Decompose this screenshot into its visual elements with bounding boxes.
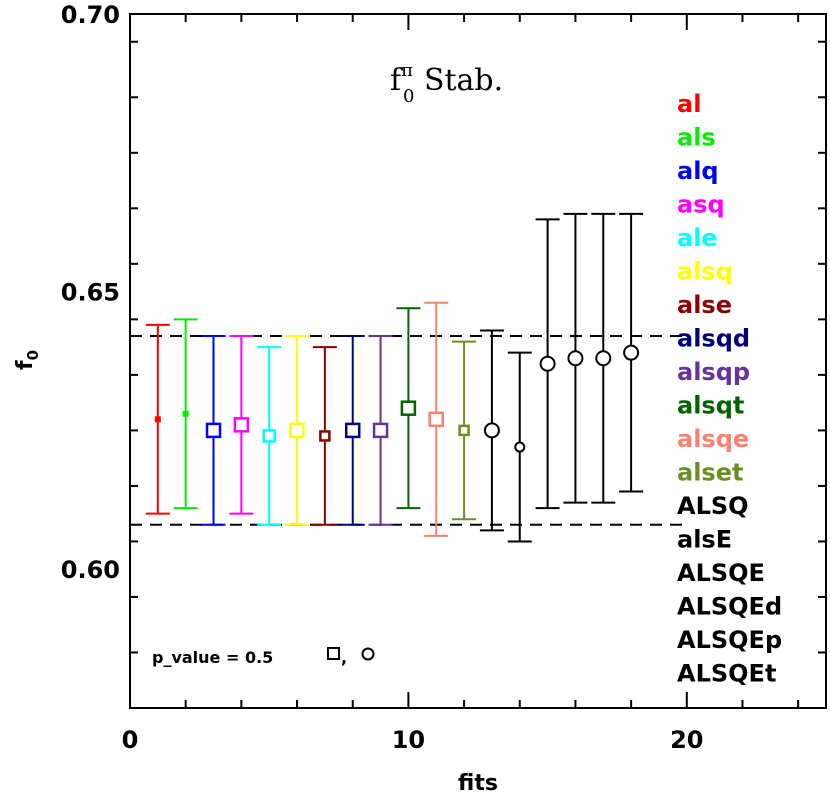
data-point bbox=[563, 212, 588, 504]
legend-entry: alsE bbox=[677, 526, 732, 554]
square-marker bbox=[372, 422, 389, 439]
square-marker bbox=[458, 424, 470, 437]
legend-entry: als bbox=[677, 124, 716, 152]
legend-entry: ale bbox=[677, 224, 718, 252]
circle-marker bbox=[539, 355, 556, 372]
data-point bbox=[591, 212, 616, 504]
y-tick-label: 0.60 bbox=[61, 556, 120, 584]
data-point bbox=[396, 307, 421, 510]
legend-entry: al bbox=[677, 90, 701, 118]
x-tick-label: 20 bbox=[670, 726, 703, 754]
legend-entry: ALSQEd bbox=[677, 593, 782, 621]
title-rest: Stab. bbox=[414, 63, 503, 98]
circle-marker bbox=[623, 344, 640, 361]
data-points bbox=[145, 212, 644, 543]
data-point bbox=[340, 335, 365, 526]
ylabel-sub: 0 bbox=[24, 350, 42, 360]
title-main: f bbox=[390, 63, 403, 98]
p-value-text: p_value = 0.5 bbox=[152, 648, 273, 667]
legend-entry: alsqt bbox=[677, 392, 744, 420]
square-marker bbox=[182, 410, 189, 417]
square-marker bbox=[233, 417, 250, 433]
legend-entry: alsqd bbox=[677, 325, 750, 353]
data-point bbox=[145, 323, 170, 515]
y-axis-label: f0 bbox=[13, 350, 42, 370]
note-separator: , bbox=[341, 648, 347, 667]
square-marker bbox=[319, 430, 331, 442]
data-point bbox=[368, 335, 393, 526]
axis-ticks bbox=[129, 14, 826, 709]
square-marker bbox=[428, 411, 444, 428]
data-point bbox=[479, 329, 504, 532]
tick-labels: 0 10 20 0.60 0.65 0.70 bbox=[61, 1, 704, 754]
data-point bbox=[229, 335, 254, 515]
note-circle-marker bbox=[361, 647, 375, 661]
square-marker bbox=[289, 422, 305, 439]
data-point bbox=[452, 340, 477, 521]
ylabel-main: f bbox=[13, 360, 38, 370]
data-point bbox=[312, 346, 337, 526]
circle-marker bbox=[483, 422, 500, 439]
y-tick-label: 0.70 bbox=[61, 1, 120, 29]
legend-entry: ALSQE bbox=[677, 559, 765, 587]
p-value-note: p_value = 0.5 , bbox=[152, 647, 375, 667]
legend-entry: ALSQ bbox=[677, 492, 749, 520]
x-tick-label: 10 bbox=[392, 726, 425, 754]
data-point bbox=[535, 218, 560, 510]
legend-entry: asq bbox=[677, 191, 725, 219]
data-point bbox=[507, 351, 532, 543]
legend-entry: ALSQEt bbox=[677, 660, 776, 688]
circle-marker bbox=[567, 350, 584, 367]
square-marker bbox=[344, 422, 361, 439]
data-point bbox=[619, 212, 644, 493]
data-point bbox=[424, 301, 449, 537]
data-point bbox=[257, 346, 282, 526]
x-axis-label: fits bbox=[458, 771, 498, 796]
legend-entry: alse bbox=[677, 291, 732, 319]
square-marker bbox=[262, 429, 276, 443]
square-marker bbox=[400, 400, 417, 416]
legend-entry: ALSQEp bbox=[677, 626, 782, 654]
square-marker bbox=[205, 422, 222, 439]
y-tick-label: 0.65 bbox=[61, 279, 120, 307]
chart-title: fπ 0 Stab. bbox=[390, 60, 503, 107]
legend-entry: alq bbox=[677, 157, 719, 185]
title-sup: π bbox=[401, 60, 413, 81]
legend-entry: alsqe bbox=[677, 425, 749, 453]
plot-frame bbox=[129, 13, 827, 709]
circle-marker bbox=[514, 441, 526, 453]
legend-entry: alsq bbox=[677, 258, 733, 286]
data-point bbox=[285, 335, 310, 526]
circle-marker bbox=[595, 350, 612, 367]
data-point bbox=[201, 335, 226, 526]
data-point bbox=[173, 318, 198, 510]
legend-entry: alset bbox=[677, 459, 743, 487]
title-sub: 0 bbox=[403, 86, 414, 107]
reference-lines bbox=[130, 335, 687, 526]
x-tick-label: 0 bbox=[122, 726, 139, 754]
legend: al als alq asq ale alsq alse alsqd alsqp alsqt als… bbox=[677, 90, 782, 688]
note-square-marker bbox=[327, 647, 340, 660]
legend-entry: alsqp bbox=[677, 358, 750, 386]
square-marker bbox=[154, 416, 161, 423]
